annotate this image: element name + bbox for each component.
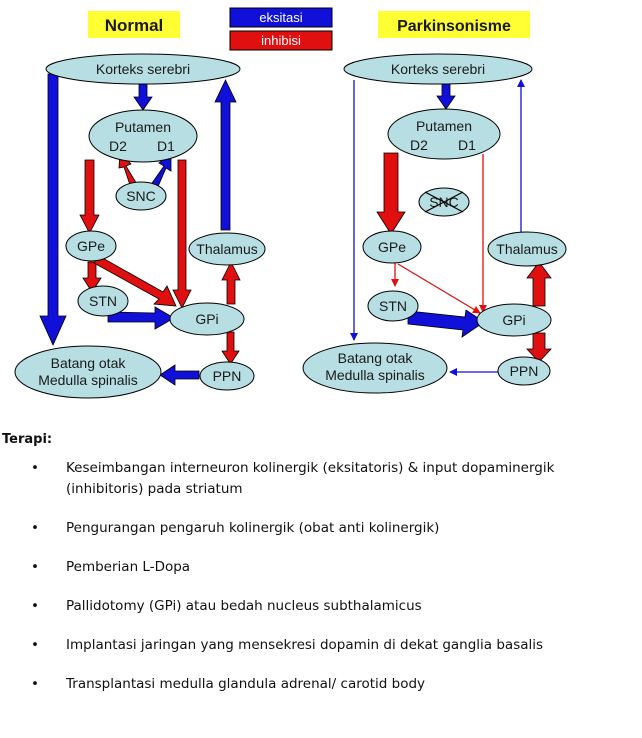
normal-stn-node [77,285,129,317]
svg-text:STN: STN [379,298,407,314]
svg-text:GPi: GPi [195,311,218,327]
therapy-item: • Keseimbangan interneuron kolinergik (ek… [0,458,630,500]
normal-arrow-cortex-putamen [133,81,153,111]
svg-text:Batang otak: Batang otak [338,350,414,366]
svg-text:Normal: Normal [105,16,164,35]
bullet-icon: • [31,460,39,476]
normal-cortex-node [45,53,241,85]
parkinson-arrow-putamen-gpe [376,152,406,235]
svg-text:Batang otak: Batang otak [51,355,127,371]
normal-arrow-gpe-stn [82,261,102,293]
svg-text:D2: D2 [410,137,428,153]
bullet-icon: • [31,559,39,575]
legend-excite-swatch [229,7,333,28]
normal-arrow-stn-gpi [107,306,175,330]
parkinson-nodes: Korteks serebri Putamen D2 D1 SNC GPe Th… [302,53,567,394]
bullet-icon: • [31,520,39,536]
normal-ppn-node [199,361,255,391]
basal-ganglia-diagram: Normal Parkinsonisme eksitasi inhibisi [14,7,567,399]
therapy-list: • Keseimbangan interneuron kolinergik (ek… [0,458,630,695]
normal-title: Normal [88,11,180,38]
svg-text:D1: D1 [458,137,476,153]
parkinson-putamen-node [387,108,501,160]
legend-excite-label: eksitasi [259,10,302,25]
parkinson-arrow-gpi-ppn [526,332,552,363]
svg-text:GPi: GPi [502,312,525,328]
svg-text:D2: D2 [109,138,127,154]
parkinson-gpe-node [362,230,422,264]
parkinson-arrow-gpe-gpi [397,263,481,314]
bullet-icon: • [31,637,39,653]
parkinson-ppn-node [497,356,551,386]
svg-text:D1: D1 [157,138,175,154]
normal-arrow-thalamus-cortex [214,79,237,231]
normal-arrow-putamen-gpe [79,159,100,234]
therapy-item: • Transplantasi medulla glandula adrenal/… [0,674,630,695]
svg-text:GPe: GPe [378,239,406,255]
therapy-item-text: Pemberian L-Dopa [66,559,191,575]
therapy-item: • Pemberian L-Dopa [0,557,630,578]
parkinson-cortex-node [343,53,533,85]
therapy-item-text: Pengurangan pengaruh kolinergik (obat an… [66,520,440,536]
svg-text:PPN: PPN [510,363,539,379]
svg-text:PPN: PPN [213,368,242,384]
svg-text:Parkinsonisme: Parkinsonisme [397,18,511,35]
parkinson-thalamus-node [487,231,567,267]
therapy-item-text: Pallidotomy (GPi) atau bedah nucleus sub… [66,598,422,614]
svg-text:Putamen: Putamen [115,119,171,135]
normal-arrow-ppn-brainstem [159,364,200,386]
normal-gpi-node [169,302,245,336]
bullet-icon: • [31,676,39,692]
normal-thalamus-node [188,232,266,266]
svg-text:Medulla spinalis: Medulla spinalis [325,367,425,383]
normal-arrow-gpe-gpi [93,255,177,307]
svg-text:SNC: SNC [126,188,156,204]
parkinson-arrow-cortex-putamen [436,81,456,110]
therapy-heading: Terapi: [2,432,53,447]
svg-text:Korteks serebri: Korteks serebri [391,61,485,77]
legend-inhibit-label: inhibisi [261,33,301,48]
therapy-item-text: Keseimbangan interneuron kolinergik (eks… [66,460,555,497]
parkinson-stn-node [367,290,419,322]
parkinson-arrow-gpi-thalamus [526,261,552,307]
parkinson-snc-node-crossed: SNC [418,187,470,217]
svg-text:STN: STN [89,293,117,309]
therapy-item: • Pallidotomy (GPi) atau bedah nucleus su… [0,596,630,617]
svg-text:Thalamus: Thalamus [496,241,557,257]
normal-snc-node [115,181,167,211]
legend: eksitasi inhibisi [229,7,333,51]
therapy-item-text: Implantasi jaringan yang mensekresi dopa… [66,637,544,653]
parkinson-title: Parkinsonisme [378,11,530,38]
parkinson-gpi-node [476,303,552,337]
normal-arrow-gpi-thalamus [221,261,241,305]
normal-nodes: Korteks serebri Putamen D2 D1 SNC GPe Th… [14,53,266,399]
therapy-item: • Pengurangan pengaruh kolinergik (obat a… [0,518,630,539]
svg-text:Putamen: Putamen [416,118,472,134]
normal-gpe-node [65,230,117,262]
parkinson-arrow-stn-gpi [407,309,485,338]
parkinson-brainstem-node [302,342,448,394]
normal-arrow-putamen-gpi [172,159,192,309]
normal-arrow-gpi-ppn [221,331,240,365]
svg-text:GPe: GPe [77,238,105,254]
therapy-item-text: Transplantasi medulla glandula adrenal/ … [66,676,426,692]
legend-inhibit-swatch [229,30,333,51]
svg-text:Korteks serebri: Korteks serebri [96,61,190,77]
normal-arrows [39,73,241,386]
bullet-icon: • [31,598,39,614]
svg-text:Medulla spinalis: Medulla spinalis [38,372,138,388]
therapy-item: • Implantasi jaringan yang mensekresi dop… [0,635,630,656]
svg-text:Thalamus: Thalamus [196,241,257,257]
normal-brainstem-node [14,345,162,399]
normal-putamen-node [88,109,198,163]
normal-arrow-cortex-brainstem [39,73,67,346]
